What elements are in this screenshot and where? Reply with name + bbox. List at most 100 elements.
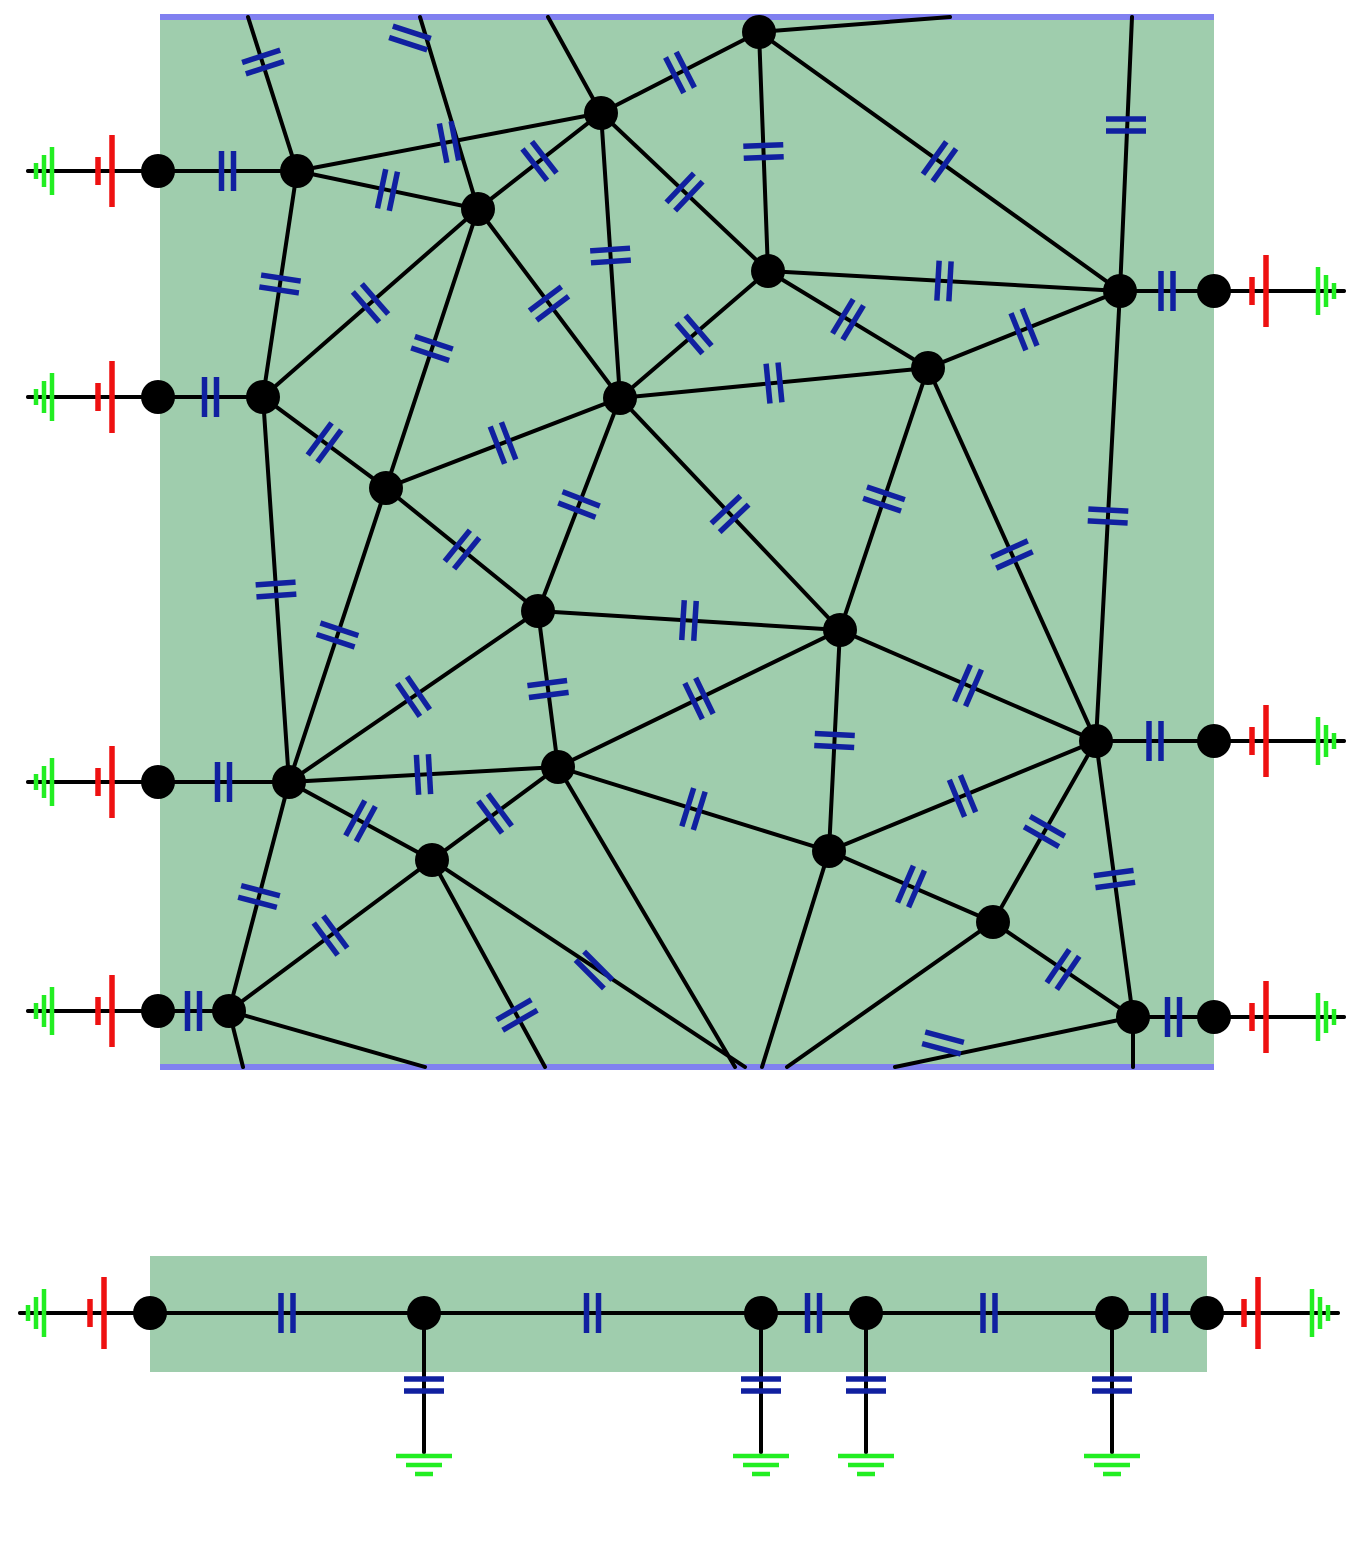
edge-K-M xyxy=(287,609,540,784)
edge-F-I xyxy=(926,289,1122,370)
capacitor-icon xyxy=(862,484,906,514)
edge-J-K xyxy=(384,486,540,613)
wires xyxy=(18,15,1346,1454)
capacitor-icon xyxy=(814,730,855,751)
capacitor-icon xyxy=(743,142,784,161)
node-L2 xyxy=(141,380,175,414)
capacitor-icon xyxy=(682,676,716,721)
node-R xyxy=(415,843,449,877)
node-F xyxy=(1103,274,1137,308)
edge-D-G xyxy=(261,207,480,399)
edge-F-Q xyxy=(1094,289,1122,743)
capacitor-icon xyxy=(241,47,285,77)
ground-icon xyxy=(1315,717,1337,765)
edge-H-I xyxy=(618,366,930,400)
edge-H-K xyxy=(536,396,622,613)
battery-icon xyxy=(1249,705,1269,777)
ground-icon xyxy=(1084,1453,1140,1477)
boundary-wire xyxy=(418,15,480,211)
node-L4 xyxy=(141,994,175,1028)
edge-E-H xyxy=(618,269,770,400)
capacitor-icon xyxy=(1158,271,1176,311)
capacitor-icon xyxy=(846,1376,886,1394)
capacitor-icon xyxy=(305,421,344,464)
edge-L-Q xyxy=(838,628,1098,743)
node-L1 xyxy=(141,154,175,188)
chain-node xyxy=(849,1296,883,1330)
node-J xyxy=(369,471,403,505)
capacitor-icon xyxy=(934,260,954,302)
capacitor-icon xyxy=(663,50,697,95)
edge-M-R xyxy=(287,780,434,862)
capacitor-icon xyxy=(763,362,785,404)
edge-A-G xyxy=(261,169,299,399)
node-R3 xyxy=(1197,1000,1231,1034)
node-L xyxy=(823,613,857,647)
node-K xyxy=(521,594,555,628)
capacitor-icon xyxy=(315,620,360,650)
capacitor-icon xyxy=(1150,1293,1169,1333)
capacitor-icon xyxy=(664,171,705,213)
edge-Q-T xyxy=(991,739,1098,924)
capacitor-icon xyxy=(1087,506,1129,526)
edge-B-D xyxy=(476,111,603,211)
boundary-wire xyxy=(556,765,737,1069)
boundary-wire xyxy=(1118,15,1134,293)
capacitor-icon xyxy=(741,1376,781,1394)
capacitor-icon xyxy=(804,1293,823,1333)
capacitor-icon xyxy=(410,333,454,364)
edge-G-J xyxy=(261,395,388,490)
capacitor-icon xyxy=(679,599,699,642)
battery-icon xyxy=(1249,981,1269,1053)
edge-Q-V xyxy=(1094,739,1135,1019)
capacitor-icon xyxy=(520,139,559,183)
boundary-wire xyxy=(430,858,547,1069)
capacitor-icon xyxy=(830,297,866,342)
capacitor-icon xyxy=(1093,867,1136,891)
capacitor-icon xyxy=(487,421,519,465)
ground-icon xyxy=(33,758,55,806)
edge-I-L xyxy=(838,366,930,632)
edge-K-L xyxy=(536,609,842,632)
edge-B-C xyxy=(599,30,761,115)
edge-H-L xyxy=(618,396,842,632)
capacitor-icon xyxy=(679,787,708,831)
capacitor-icon xyxy=(311,914,350,957)
capacitor-icon xyxy=(404,1376,444,1394)
capacitor-icon xyxy=(895,864,927,909)
boundary-wire xyxy=(893,1015,1135,1069)
capacitor-icon xyxy=(214,762,233,802)
capacitor-icon xyxy=(1106,116,1146,134)
capacitor-icon xyxy=(394,675,433,718)
capacitor-icon xyxy=(442,528,482,571)
ground-icon xyxy=(25,1289,47,1337)
capacitor-icon xyxy=(980,1293,998,1333)
boundary-wire xyxy=(227,1009,427,1069)
edge-J-M xyxy=(287,486,388,784)
capacitor-icon xyxy=(495,997,539,1033)
node-H xyxy=(603,381,637,415)
capacitor-icon xyxy=(1092,1376,1132,1394)
edge-D-J xyxy=(384,207,480,490)
capacitor-icon xyxy=(709,493,751,535)
node-L3 xyxy=(141,765,175,799)
capacitor-icon xyxy=(990,538,1034,571)
edge-P-S xyxy=(556,765,831,853)
boundary-wire xyxy=(246,15,299,173)
chain-node xyxy=(1190,1296,1224,1330)
capacitor-icon xyxy=(920,140,959,183)
battery-icon xyxy=(95,975,115,1047)
edge-T-V xyxy=(991,920,1135,1019)
ground-icon xyxy=(1315,993,1337,1041)
ground-icon xyxy=(33,373,55,421)
ground-icon xyxy=(1315,267,1337,315)
battery-icon xyxy=(1249,255,1269,327)
battery-icon xyxy=(95,361,115,433)
capacitor-icon xyxy=(527,284,571,323)
boundary-wire xyxy=(757,15,952,34)
boundary-wire xyxy=(430,858,747,1069)
capacitor-icon xyxy=(374,168,401,212)
edge-C-E xyxy=(757,30,770,273)
chain-node xyxy=(133,1296,167,1330)
